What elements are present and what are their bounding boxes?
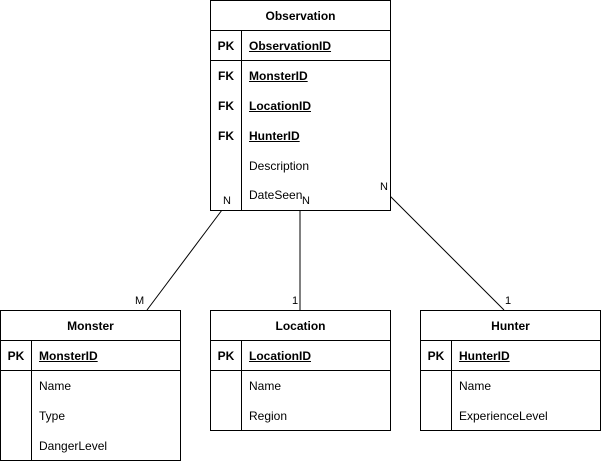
attribute-field: Name	[39, 379, 72, 393]
attribute-field: DangerLevel	[39, 439, 108, 453]
pk-label: PK	[427, 349, 445, 363]
attribute-field: ExperienceLevel	[459, 409, 548, 423]
entity-observation[interactable]: Observation PK ObservationID FK MonsterI…	[210, 0, 391, 211]
cardinality-label: N	[302, 195, 310, 207]
column-divider	[451, 341, 452, 431]
attribute-row: Name	[211, 371, 390, 401]
pk-label: PK	[217, 349, 235, 363]
foreign-key-field: LocationID	[249, 99, 311, 113]
attribute-row: Type	[1, 401, 180, 431]
primary-key-field: ObservationID	[249, 39, 332, 53]
attribute-field: Description	[249, 159, 310, 173]
fk-row: FK LocationID	[211, 91, 390, 121]
attribute-row: ExperienceLevel	[421, 401, 600, 431]
cardinality-label: M	[135, 295, 145, 307]
entity-title: Monster	[1, 311, 180, 341]
column-divider	[241, 341, 242, 431]
cardinality-label: 1	[292, 295, 299, 307]
attribute-field: DateSeen	[249, 188, 303, 202]
primary-key-field: LocationID	[249, 349, 311, 363]
pk-label: PK	[7, 349, 25, 363]
pk-row: PK HunterID	[421, 341, 600, 371]
pk-row: PK LocationID	[211, 341, 390, 371]
foreign-key-field: MonsterID	[249, 69, 308, 83]
foreign-key-field: HunterID	[249, 129, 300, 143]
attribute-field: Type	[39, 409, 66, 423]
primary-key-field: MonsterID	[39, 349, 98, 363]
entity-location[interactable]: Location PK LocationID Name Region	[210, 310, 391, 431]
attribute-field: Name	[459, 379, 492, 393]
fk-row: FK HunterID	[211, 121, 390, 151]
pk-row: PK ObservationID	[211, 31, 390, 61]
attribute-row: DateSeen	[211, 181, 390, 211]
cardinality-label: 1	[505, 295, 512, 307]
pk-label: PK	[217, 39, 235, 53]
primary-key-field: HunterID	[459, 349, 510, 363]
fk-label: FK	[218, 99, 234, 113]
link-observation-hunter	[389, 195, 505, 311]
entity-title: Location	[211, 311, 390, 341]
attribute-row: Region	[211, 401, 390, 431]
entity-title: Hunter	[421, 311, 600, 341]
entity-monster[interactable]: Monster PK MonsterID Name Type DangerLev…	[0, 310, 181, 461]
fk-label: FK	[218, 129, 234, 143]
pk-row: PK MonsterID	[1, 341, 180, 371]
attribute-row: Name	[1, 371, 180, 401]
attribute-field: Region	[249, 409, 288, 423]
column-divider	[241, 31, 242, 211]
cardinality-label: N	[223, 195, 231, 207]
attribute-row: Description	[211, 151, 390, 181]
link-observation-monster	[146, 209, 223, 311]
column-divider	[31, 341, 32, 461]
entity-title: Observation	[211, 1, 390, 31]
cardinality-label: N	[380, 181, 388, 193]
fk-row: FK MonsterID	[211, 61, 390, 91]
entity-hunter[interactable]: Hunter PK HunterID Name ExperienceLevel	[420, 310, 601, 431]
attribute-row: Name	[421, 371, 600, 401]
attribute-row: DangerLevel	[1, 431, 180, 461]
fk-label: FK	[218, 69, 234, 83]
attribute-field: Name	[249, 379, 282, 393]
